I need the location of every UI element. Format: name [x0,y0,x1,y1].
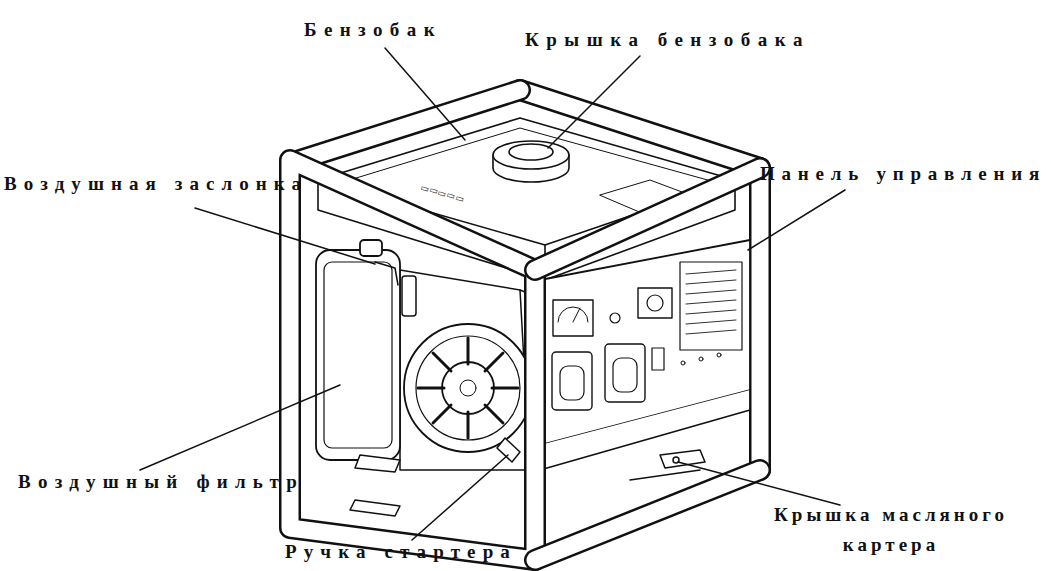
fuel-cap [493,141,569,182]
choke [375,262,416,316]
part-label: Панель управления [760,162,1046,186]
svg-text:▭▭▭▭▭: ▭▭▭▭▭ [419,182,465,204]
engine-block [400,270,545,470]
part-label: Крышка масляного картера [735,500,1047,560]
air-filter [316,240,400,460]
leader-lines [140,48,845,540]
control-panel [540,240,750,470]
part-label: Ручка стартера [285,540,517,564]
part-label: Воздушный фильтр [18,470,304,494]
recoil-starter [404,324,532,462]
part-label: Крышка бензобака [525,28,810,52]
part-label: Бензобак [304,18,442,42]
part-label: Воздушная заслонка [4,172,308,196]
frame-front [290,160,760,560]
